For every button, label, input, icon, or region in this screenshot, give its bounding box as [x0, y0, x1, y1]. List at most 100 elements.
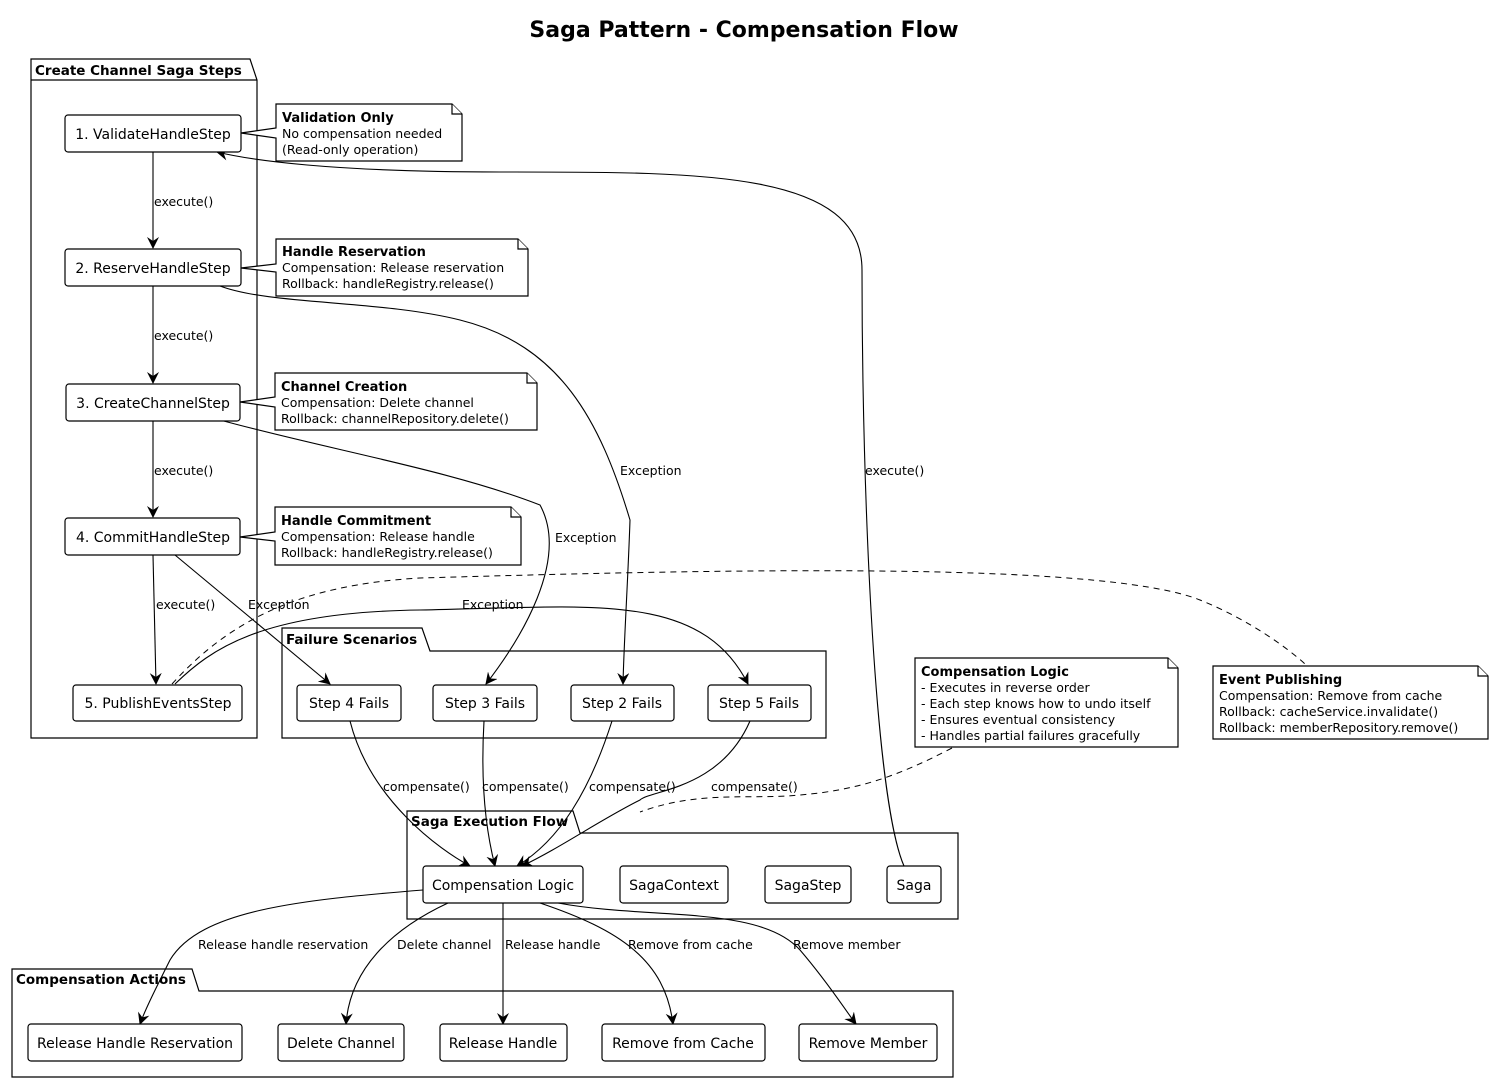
node-saga-label: Saga — [897, 878, 932, 894]
node-step2-fails-label: Step 2 Fails — [582, 696, 662, 712]
node-create-channel-step[interactable]: 3. CreateChannelStep — [65, 383, 241, 422]
edge-exception-step3 — [219, 419, 550, 685]
note-logic-title: Compensation Logic — [921, 665, 1069, 680]
label-execute-4-5: execute() — [156, 597, 215, 612]
label-exception-step4: Exception — [248, 597, 310, 612]
package-actions-label: Compensation Actions — [16, 972, 186, 988]
note-creation-line-2: Rollback: channelRepository.delete() — [281, 411, 509, 426]
label-action-release-reservation: Release handle reservation — [198, 937, 368, 952]
note-event-publishing: Event Publishing Compensation: Remove fr… — [1212, 665, 1489, 740]
node-saga[interactable]: Saga — [886, 865, 942, 904]
label-exception-step3: Exception — [555, 530, 617, 545]
label-exception-step2: Exception — [620, 463, 682, 478]
node-validate-handle-step[interactable]: 1. ValidateHandleStep — [64, 114, 242, 153]
note-commitment-title: Handle Commitment — [281, 514, 431, 529]
package-failures: Failure Scenarios — [281, 627, 827, 739]
label-saga-execute: execute() — [865, 463, 924, 478]
package-actions: Compensation Actions — [11, 968, 954, 1078]
notes: Validation Only No compensation needed (… — [239, 103, 1489, 748]
node-step4-fails[interactable]: Step 4 Fails — [296, 684, 402, 722]
note-logic-line-2: - Each step knows how to undo itself — [921, 696, 1151, 711]
note-connector-logic — [639, 747, 953, 813]
edge-saga-execute — [216, 148, 905, 867]
node-step2-fails[interactable]: Step 2 Fails — [570, 684, 675, 722]
node-delete-channel-label: Delete Channel — [287, 1036, 395, 1052]
note-publishing-line-1: Compensation: Remove from cache — [1219, 688, 1442, 703]
package-steps: Create Channel Saga Steps — [30, 58, 258, 739]
node-saga-context-label: SagaContext — [629, 878, 719, 894]
package-execution: Saga Execution Flow — [406, 810, 959, 920]
label-action-release-handle: Release handle — [505, 937, 601, 952]
edge-exception-step5 — [174, 606, 749, 685]
label-execute-2-3: execute() — [154, 328, 213, 343]
note-validation-title: Validation Only — [282, 111, 394, 126]
note-creation: Channel Creation Compensation: Delete ch… — [239, 372, 538, 431]
note-compensation-logic: Compensation Logic - Executes in reverse… — [914, 657, 1179, 748]
node-release-handle-reservation-label: Release Handle Reservation — [37, 1036, 233, 1052]
label-compensate-step3: compensate() — [482, 779, 569, 794]
node-validate-handle-step-label: 1. ValidateHandleStep — [75, 127, 231, 143]
node-saga-step-label: SagaStep — [775, 878, 842, 894]
label-exception-step5: Exception — [462, 597, 524, 612]
node-commit-handle-step-label: 4. CommitHandleStep — [76, 530, 230, 546]
label-execute-3-4: execute() — [154, 463, 213, 478]
package-failures-label: Failure Scenarios — [286, 632, 417, 648]
note-validation: Validation Only No compensation needed (… — [240, 103, 463, 162]
note-publishing-line-2: Rollback: cacheService.invalidate() — [1219, 704, 1438, 719]
node-step3-fails[interactable]: Step 3 Fails — [432, 684, 538, 722]
node-step5-fails-label: Step 5 Fails — [719, 696, 799, 712]
node-publish-events-step[interactable]: 5. PublishEventsStep — [72, 684, 243, 722]
node-compensation-logic[interactable]: Compensation Logic — [422, 865, 584, 904]
node-release-handle[interactable]: Release Handle — [439, 1023, 568, 1062]
node-step3-fails-label: Step 3 Fails — [445, 696, 525, 712]
node-remove-from-cache[interactable]: Remove from Cache — [601, 1023, 766, 1062]
note-publishing-line-3: Rollback: memberRepository.remove() — [1219, 720, 1458, 735]
note-reservation-title: Handle Reservation — [282, 245, 426, 260]
note-commitment-line-1: Compensation: Release handle — [281, 529, 475, 544]
node-release-handle-label: Release Handle — [449, 1036, 558, 1052]
node-release-handle-reservation[interactable]: Release Handle Reservation — [27, 1023, 243, 1062]
note-creation-line-1: Compensation: Delete channel — [281, 395, 474, 410]
note-publishing-title: Event Publishing — [1219, 673, 1342, 688]
node-step5-fails[interactable]: Step 5 Fails — [707, 684, 812, 722]
label-compensate-step5: compensate() — [711, 779, 798, 794]
edge-compensate-step2 — [516, 720, 613, 867]
edge-action-remove-member — [557, 902, 857, 1025]
node-remove-from-cache-label: Remove from Cache — [612, 1036, 754, 1052]
note-commitment: Handle Commitment Compensation: Release … — [239, 506, 522, 566]
node-publish-events-step-label: 5. PublishEventsStep — [85, 696, 232, 712]
edge-action-release-reservation — [138, 889, 424, 1025]
edges — [138, 148, 1306, 1025]
edge-compensate-step3 — [482, 720, 499, 867]
node-delete-channel[interactable]: Delete Channel — [277, 1023, 405, 1062]
node-reserve-handle-step-label: 2. ReserveHandleStep — [75, 261, 230, 277]
node-remove-member[interactable]: Remove Member — [798, 1023, 938, 1062]
diagram-title: Saga Pattern - Compensation Flow — [529, 18, 958, 43]
node-create-channel-step-label: 3. CreateChannelStep — [76, 396, 230, 412]
node-saga-step[interactable]: SagaStep — [764, 865, 852, 904]
label-execute-1-2: execute() — [154, 194, 213, 209]
label-action-remove-member: Remove member — [793, 937, 901, 952]
note-logic-line-4: - Handles partial failures gracefully — [921, 728, 1141, 743]
label-action-remove-cache: Remove from cache — [628, 937, 753, 952]
node-step4-fails-label: Step 4 Fails — [309, 696, 389, 712]
label-compensate-step4: compensate() — [383, 779, 470, 794]
label-action-delete-channel: Delete channel — [397, 937, 492, 952]
node-remove-member-label: Remove Member — [809, 1036, 928, 1052]
note-logic-line-1: - Executes in reverse order — [921, 680, 1090, 695]
nodes: 1. ValidateHandleStep 2. ReserveHandleSt… — [27, 114, 942, 1062]
note-reservation-line-2: Rollback: handleRegistry.release() — [282, 276, 494, 291]
node-commit-handle-step[interactable]: 4. CommitHandleStep — [64, 517, 241, 556]
node-reserve-handle-step[interactable]: 2. ReserveHandleStep — [64, 248, 242, 287]
node-saga-context[interactable]: SagaContext — [619, 865, 729, 904]
edge-exception-step2 — [219, 285, 631, 685]
node-compensation-logic-label: Compensation Logic — [432, 878, 574, 894]
note-validation-line-1: No compensation needed — [282, 126, 442, 141]
note-connector-publishing — [171, 570, 1306, 685]
edge-execute-4-5 — [149, 554, 162, 685]
edge-action-delete-channel — [340, 902, 449, 1025]
note-logic-line-3: - Ensures eventual consistency — [921, 712, 1116, 727]
edge-action-remove-cache — [539, 902, 678, 1025]
note-validation-line-2: (Read-only operation) — [282, 142, 418, 157]
